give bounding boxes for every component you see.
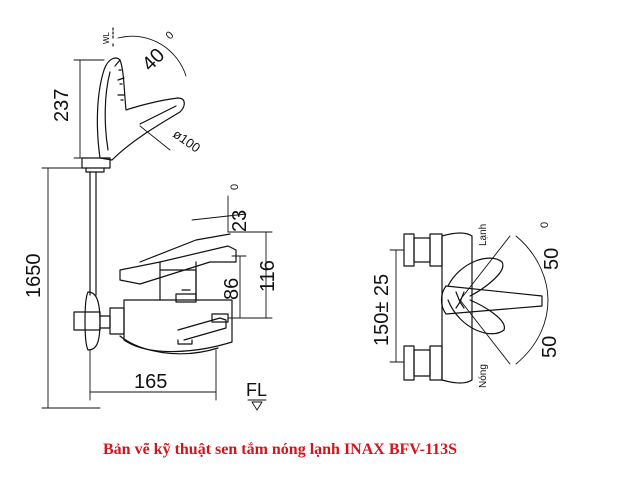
- degree-mark-cold: 0: [539, 222, 551, 228]
- inlet-spacing-label: 150± 25: [371, 274, 393, 346]
- total-height-label: 1650: [23, 254, 45, 299]
- outlet-height-label: 86: [221, 278, 243, 300]
- spout-reach-label: 165: [134, 371, 167, 393]
- head-diameter-label: ø100: [170, 126, 203, 155]
- hot-label: Nóng: [478, 364, 489, 388]
- cold-label: Lạnh: [478, 224, 489, 246]
- degree-mark-23: 0: [229, 184, 241, 190]
- lever-angle-hot-label: 50: [539, 336, 561, 358]
- lever-angle-cold-label: 50: [541, 248, 563, 270]
- spout-angle-label: 23: [229, 210, 251, 232]
- shower-head-height-label: 237: [51, 89, 73, 122]
- head-tilt-angle-label: 40: [138, 44, 169, 75]
- drawing-caption: Bản vẽ kỹ thuật sen tắm nóng lạnh INAX B…: [103, 441, 457, 458]
- dimension-lines-front: [389, 249, 405, 363]
- dimension-lines-side: [41, 35, 273, 411]
- mixer-front-outline: [403, 232, 549, 384]
- shower-head-outline: [81, 57, 185, 173]
- slide-bar: [89, 171, 97, 296]
- degree-mark-40: 0: [164, 29, 177, 42]
- mixer-side-outline: [73, 233, 237, 355]
- floor-level-label: FL: [246, 380, 267, 400]
- wall-label: WL: [102, 31, 111, 44]
- body-height-label: 116: [257, 260, 279, 292]
